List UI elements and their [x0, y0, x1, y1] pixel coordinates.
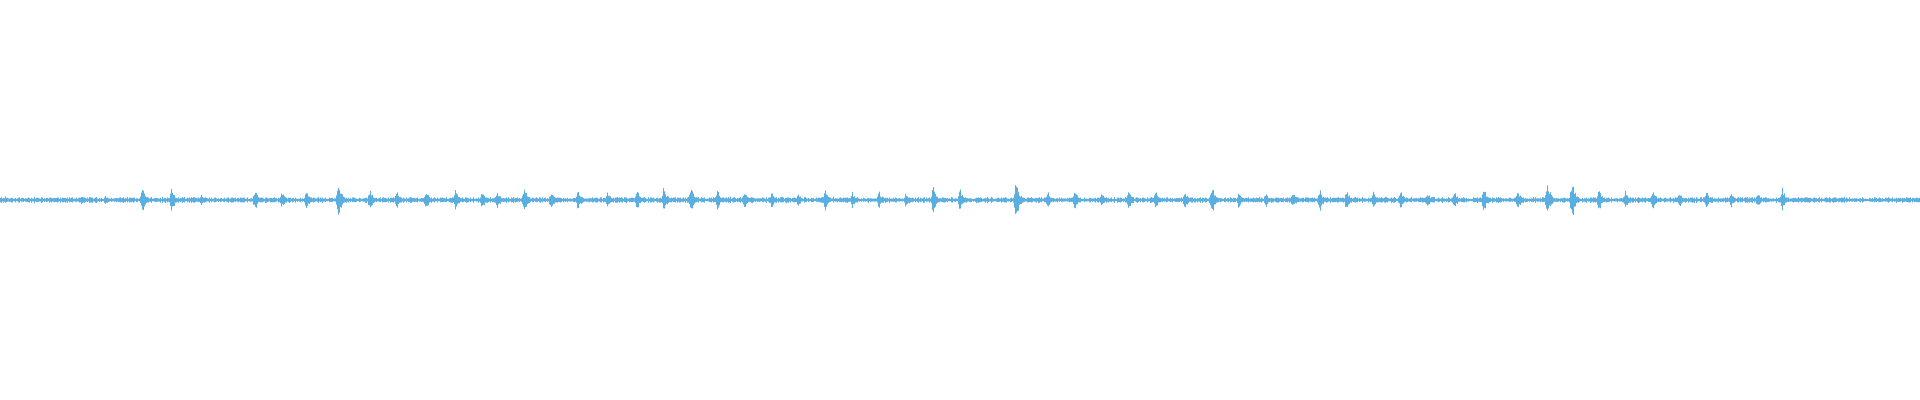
waveform-layer	[0, 184, 1920, 216]
